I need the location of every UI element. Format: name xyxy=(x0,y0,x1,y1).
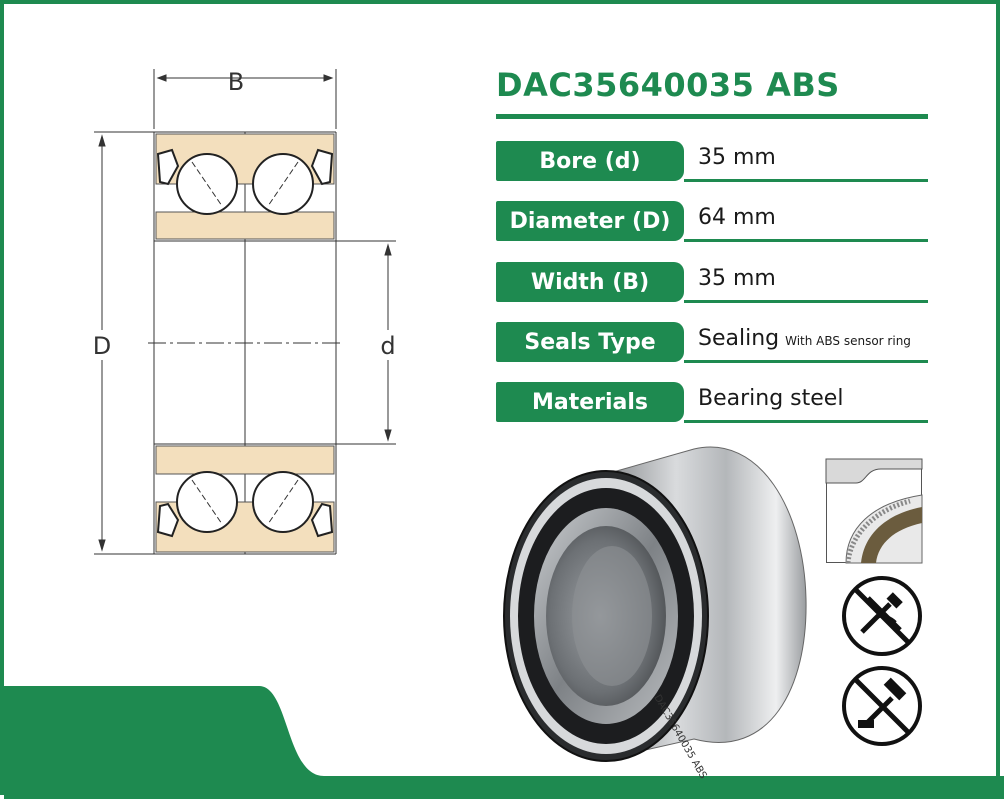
spec-underline xyxy=(684,179,928,182)
spec-label: Width (B) xyxy=(496,262,684,302)
footer-band xyxy=(4,686,1004,799)
seal-detail-inset xyxy=(825,458,923,564)
spec-row-materials: Materials Bearing steel xyxy=(496,382,928,426)
spec-row-diameter: Diameter (D) 64 mm xyxy=(496,201,928,245)
no-hammer-tools-icon xyxy=(842,576,922,656)
spec-underline xyxy=(684,239,928,242)
spec-note: With ABS sensor ring xyxy=(785,334,911,348)
dimension-b-label: B xyxy=(228,68,244,96)
spec-label: Bore (d) xyxy=(496,141,684,181)
bottom-ring-section xyxy=(155,445,335,553)
spec-underline xyxy=(684,300,928,303)
bearing-outline xyxy=(148,131,344,555)
top-ring-section xyxy=(155,133,335,240)
spec-value: 35 mm xyxy=(698,266,776,291)
spec-label: Materials xyxy=(496,382,684,422)
no-hammer-impact-icon xyxy=(842,666,922,746)
dimension-d-inner-label: d xyxy=(380,332,395,360)
spec-label: Seals Type xyxy=(496,322,684,362)
spec-underline xyxy=(684,420,928,423)
spec-label: Diameter (D) xyxy=(496,201,684,241)
title-underline xyxy=(496,114,928,119)
product-title: DAC35640035 ABS xyxy=(496,66,840,104)
bearing-product-photo: DAC35640035 ABS xyxy=(503,446,807,781)
dimension-d-outer-label: D xyxy=(93,332,111,360)
spec-row-width: Width (B) 35 mm xyxy=(496,262,928,306)
bearing-cross-section-diagram: B D d xyxy=(88,68,400,555)
spec-value: 35 mm xyxy=(698,145,776,170)
spec-row-bore: Bore (d) 35 mm xyxy=(496,141,928,185)
spec-value: 64 mm xyxy=(698,205,776,230)
spec-value: Bearing steel xyxy=(698,386,844,411)
spec-underline xyxy=(684,360,928,363)
dimension-b xyxy=(153,69,337,129)
